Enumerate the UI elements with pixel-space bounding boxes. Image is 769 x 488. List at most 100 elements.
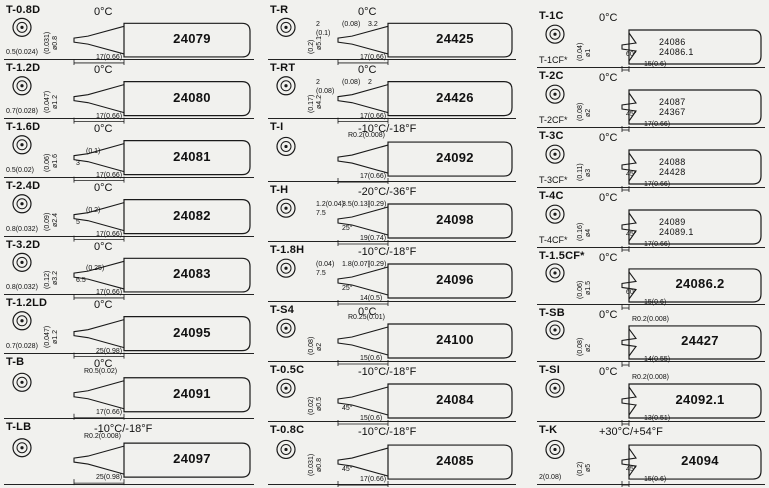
- tip-model-label: T-0.5C: [270, 364, 305, 376]
- tip-model-label: T-1.8H: [270, 244, 305, 256]
- radius-dimension: R0.25(0.01): [348, 314, 385, 321]
- tip-width-dimension: 0.8(0.032): [6, 226, 38, 233]
- length-dimension: 13(0.51): [644, 415, 671, 422]
- diameter-dimension: ø2.4: [52, 212, 59, 227]
- tip-model-label: T-H: [270, 184, 289, 196]
- dimension-c: (0.29): [368, 201, 387, 208]
- end-view-outer-circle: [12, 311, 32, 331]
- tip-drawing: [12, 17, 251, 65]
- tip-taper-outline: [337, 84, 389, 114]
- diameter-inch-dimension: (0.08): [308, 336, 315, 355]
- diameter-dimension: ø5: [585, 463, 592, 473]
- angle-dimension: 45°: [626, 111, 637, 118]
- length-dimension: 17(0.66): [360, 53, 387, 61]
- end-view-outer-circle: [12, 252, 32, 272]
- dimension-a: 2: [316, 21, 320, 28]
- end-view-inner-circle: [549, 208, 561, 220]
- tip-taper-outline: [621, 271, 637, 300]
- tip-taper-outline: [73, 84, 125, 114]
- end-view-outer-circle: [276, 136, 296, 157]
- radius-dimension: R0.2(0.008): [348, 132, 385, 140]
- part-number: 24096: [436, 272, 474, 287]
- tip-variant-label: T-1CF*: [539, 55, 568, 65]
- end-view-center-dot: [553, 152, 557, 156]
- diameter-inch-dimension: (0.08): [577, 102, 584, 121]
- dimension-b: 2: [368, 79, 372, 86]
- temperature-offset: -10°C/-18°F: [358, 246, 417, 258]
- diameter-inch-dimension: (0.047): [44, 90, 51, 113]
- end-view-inner-circle: [549, 28, 561, 40]
- flat-inch-dimension: (0.2): [86, 206, 101, 214]
- diameter-inch-dimension: (0.06): [577, 281, 584, 300]
- dimension-b: 3.5(0.13): [342, 201, 371, 208]
- angle-dimension: 45°: [342, 466, 353, 474]
- tip-drawing: [12, 372, 251, 420]
- diameter-inch-dimension: (0.2): [308, 39, 315, 55]
- tip-body-outline: [387, 383, 513, 419]
- tip-body-outline: [628, 383, 762, 419]
- dimension-b: 3.2: [368, 21, 378, 28]
- tip-drawing: [545, 263, 762, 311]
- dimension-a-inch: (0.08): [342, 21, 361, 28]
- length-dimension: 17(0.66): [96, 408, 123, 416]
- tip-taper-outline: [337, 25, 389, 55]
- flat-inch-dimension: (0.25): [86, 265, 105, 273]
- tip-body-outline: [123, 257, 251, 293]
- length-dimension: 17(0.66): [96, 53, 123, 61]
- diameter-dimension: ø1.6: [52, 153, 59, 168]
- diameter-dimension: ø3.2: [52, 271, 59, 286]
- end-view-inner-circle: [280, 262, 292, 274]
- part-number: 24087: [659, 97, 686, 107]
- tip-drawing: [545, 144, 762, 192]
- tip-body-outline: [628, 209, 762, 245]
- tip-drawing: [276, 318, 513, 366]
- tip-variant-label: T-3CF*: [539, 175, 568, 185]
- length-dimension: 17(0.66): [96, 112, 123, 120]
- end-view-inner-circle: [16, 80, 28, 92]
- part-number: 24085: [436, 453, 474, 469]
- tip-drawing: [12, 135, 251, 183]
- tip-body-outline: [123, 140, 251, 176]
- part-number: 24079: [173, 31, 211, 47]
- tip-body-outline: [387, 141, 513, 177]
- tip-model-label: T-2.4D: [6, 180, 41, 192]
- end-view-outer-circle: [545, 263, 565, 283]
- diameter-inch-dimension: (0.08): [577, 338, 584, 357]
- diameter-dimension: ø0.8: [52, 36, 59, 51]
- tip-drawing: [545, 378, 762, 426]
- end-view-outer-circle: [545, 204, 565, 224]
- tip-taper-outline: [337, 144, 389, 174]
- temperature-offset: 0°C: [599, 366, 618, 378]
- tip-drawing: [12, 252, 251, 300]
- end-view-outer-circle: [545, 84, 565, 104]
- length-dimension: 17(0.66): [96, 171, 123, 179]
- part-number: 24089: [659, 217, 686, 227]
- tip-drawing: [276, 76, 513, 124]
- part-number: 24427: [681, 333, 719, 349]
- end-view-inner-circle: [280, 322, 292, 334]
- tip-width-dimension: 2(0.08): [539, 474, 562, 481]
- diameter-dimension: ø0.5: [316, 396, 323, 411]
- diameter-dimension: ø2: [585, 108, 592, 117]
- end-view-outer-circle: [276, 439, 296, 460]
- temperature-offset: 0°C: [599, 192, 618, 204]
- temperature-offset: -20°C/-36°F: [358, 186, 417, 198]
- length-dimension: 14(0.5): [360, 295, 383, 302]
- diameter-inch-dimension: (0.06): [44, 153, 51, 172]
- tip-model-label: T-4C: [539, 190, 564, 202]
- part-number: 24083: [173, 266, 211, 282]
- radius-dimension: R0.2(0.008): [632, 315, 669, 323]
- diameter-dimension: ø2: [585, 344, 592, 353]
- radius-dimension: R0.2(0.008): [632, 374, 669, 381]
- tip-drawing: [545, 204, 762, 252]
- end-view-center-dot: [553, 328, 557, 332]
- tip-model-label: T-1.5CF*: [539, 250, 585, 262]
- end-view-center-dot: [20, 84, 24, 88]
